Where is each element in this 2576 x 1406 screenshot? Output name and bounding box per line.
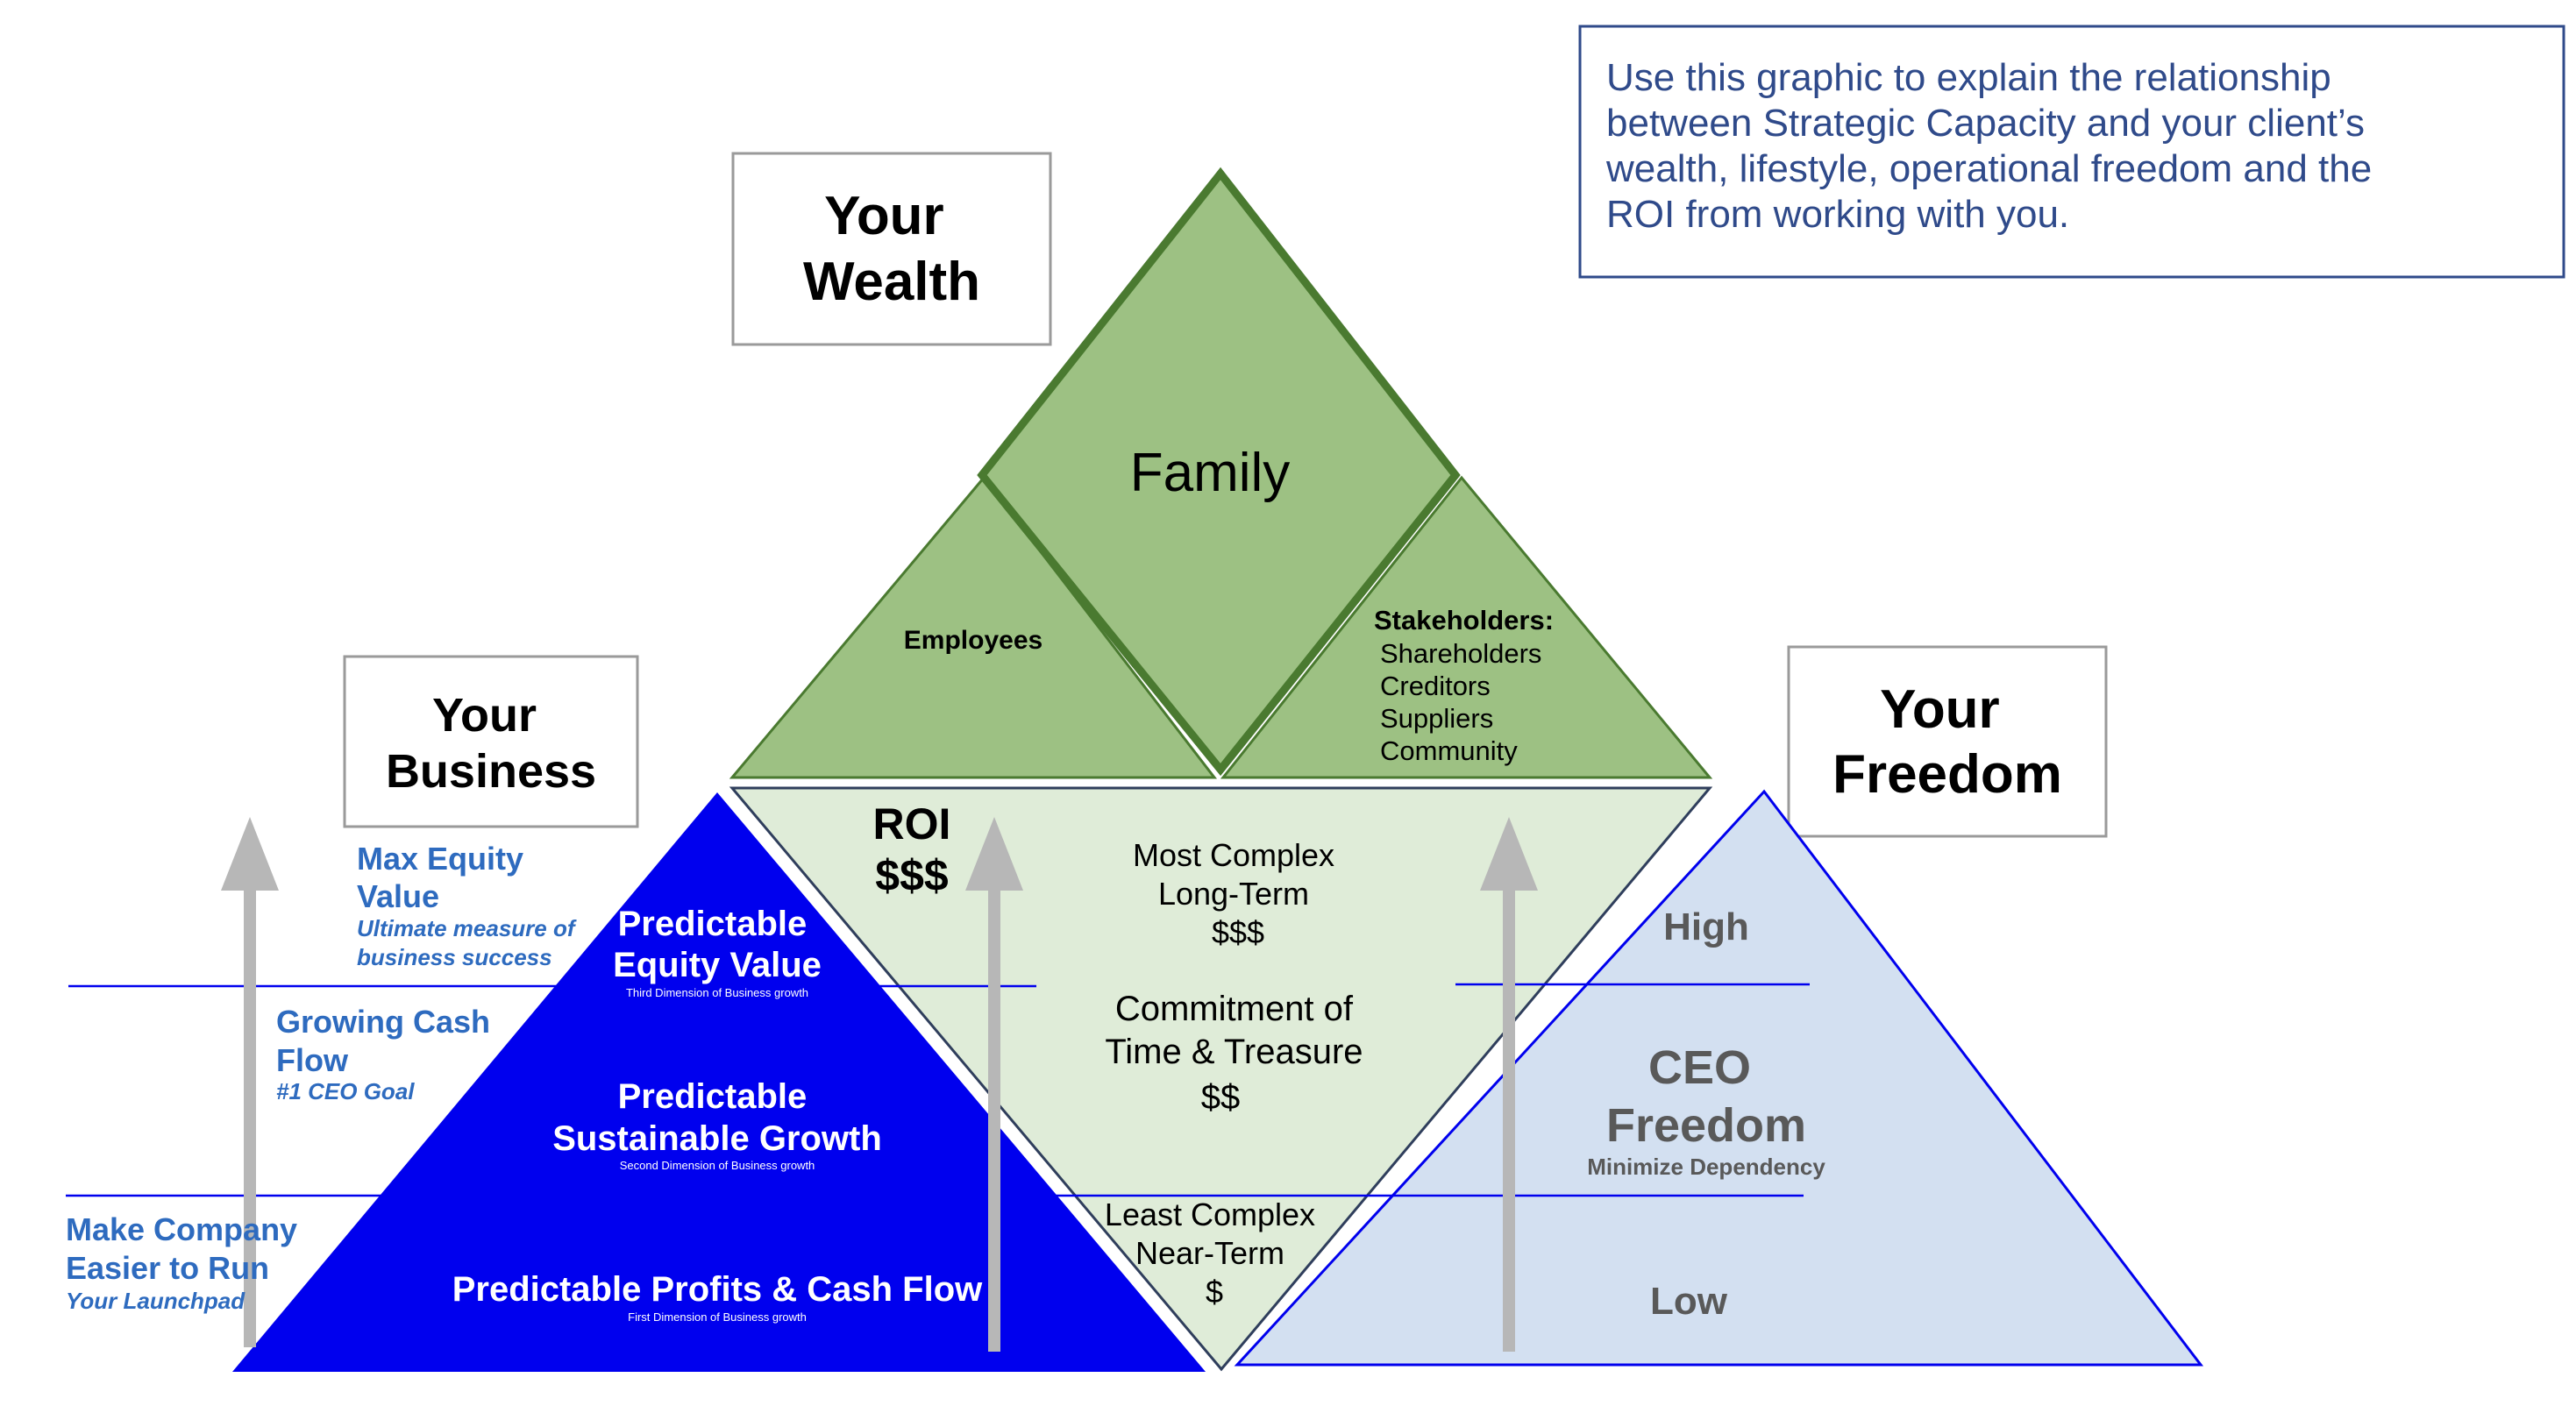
family-diamond: [977, 167, 1461, 777]
stakeholder-item: Suppliers: [1380, 703, 1493, 734]
freedom-low-label: Low: [1650, 1280, 1728, 1323]
business-level-title-line: Predictable: [618, 905, 808, 943]
business-box-line: Your: [432, 689, 537, 742]
left-label-title: Make Company Easier to Run: [66, 1211, 306, 1286]
business-level-title-line: Sustainable Growth: [552, 1119, 882, 1158]
wealth-box-line: Your: [824, 186, 944, 246]
business-box-line: Business: [386, 745, 596, 798]
left-label-note: #1 CEO Goal: [276, 1078, 415, 1104]
wealth-box-line: Wealth: [803, 252, 980, 312]
stakeholder-item: Community: [1380, 735, 1518, 766]
left-label-title-line: Growing Cash: [276, 1004, 490, 1040]
stakeholders-triangle: [1220, 475, 1713, 779]
left-label-title-line: Easier to Run: [66, 1250, 269, 1286]
ceo-freedom-title: CEO Freedom: [1606, 1041, 1806, 1152]
center-bottom-text: Least Complex Near-Term $: [1105, 1197, 1324, 1310]
center-middle-line: Time & Treasure: [1105, 1033, 1363, 1071]
center-bottom-line: $: [1206, 1274, 1223, 1310]
instruction-line: ROI from working with you.: [1606, 193, 2069, 236]
arrow-up-icon: [221, 817, 279, 1347]
family-label: Family: [1130, 443, 1291, 503]
freedom-triangle: [1234, 789, 2204, 1367]
center-top-line: Most Complex: [1133, 837, 1334, 873]
ceo-freedom-subtitle: Minimize Dependency: [1587, 1154, 1825, 1180]
wealth-box-title: Your Wealth: [803, 186, 980, 312]
instruction-box: [1578, 25, 2565, 279]
freedom-box-line: Your: [1880, 679, 2000, 740]
left-label-note-line: business success: [357, 944, 552, 970]
freedom-high-label: High: [1663, 905, 1749, 948]
business-box: [343, 655, 639, 828]
ceo-freedom-title-line: CEO: [1648, 1041, 1751, 1094]
center-top-text: Most Complex Long-Term $$$: [1133, 837, 1343, 950]
business-box-title: Your Business: [386, 689, 596, 798]
left-label-title: Growing Cash Flow: [276, 1004, 499, 1078]
business-level-subtitle: Third Dimension of Business growth: [626, 986, 808, 999]
freedom-box-title: Your Freedom: [1832, 679, 2062, 805]
left-label-note-line: #1 CEO Goal: [276, 1078, 415, 1104]
stakeholders-title: Stakeholders:: [1374, 605, 1554, 636]
instruction-line: between Strategic Capacity and your clie…: [1606, 102, 2365, 145]
left-label-note: Your Launchpad: [66, 1288, 246, 1314]
stakeholder-item: Creditors: [1380, 671, 1491, 701]
business-level-title: Predictable Equity Value: [613, 905, 822, 984]
roi-title: ROI: [873, 799, 951, 849]
stakeholder-item: Shareholders: [1380, 638, 1541, 669]
business-level-subtitle: First Dimension of Business growth: [628, 1310, 807, 1324]
left-label-title-line: Max Equity: [357, 841, 523, 877]
roi-triangle: [729, 786, 1713, 1372]
freedom-box: [1787, 645, 2108, 838]
business-level-title-line: Equity Value: [613, 946, 822, 984]
business-pyramid: [232, 792, 1206, 1372]
arrow-up-icon: [1480, 817, 1538, 1352]
business-level-subtitle: Second Dimension of Business growth: [620, 1159, 815, 1172]
instruction-line: wealth, lifestyle, operational freedom a…: [1605, 147, 2372, 190]
ceo-freedom-title-line: Freedom: [1606, 1099, 1806, 1152]
center-top-line: Long-Term: [1158, 876, 1309, 912]
instruction-line: Use this graphic to explain the relation…: [1606, 56, 2331, 99]
business-level-title: Predictable Sustainable Growth: [552, 1077, 882, 1158]
freedom-box-line: Freedom: [1832, 744, 2062, 805]
business-level-title: Predictable Profits & Cash Flow: [452, 1270, 983, 1309]
left-label-title-line: Make Company: [66, 1211, 297, 1247]
left-label-note-line: Your Launchpad: [66, 1288, 246, 1314]
employees-label: Employees: [904, 626, 1042, 655]
center-bottom-line: Least Complex: [1105, 1197, 1315, 1232]
wealth-box: [731, 152, 1052, 346]
business-level-title-line: Predictable: [618, 1077, 808, 1116]
employees-triangle: [729, 475, 1218, 779]
center-bottom-line: Near-Term: [1135, 1235, 1284, 1271]
left-label-note-line: Ultimate measure of: [357, 915, 577, 941]
left-label-note: Ultimate measure of business success: [357, 915, 581, 970]
center-top-line: $$$: [1212, 914, 1264, 950]
stakeholders-list: Shareholders Creditors Suppliers Communi…: [1380, 638, 1549, 766]
left-label-title-line: Value: [357, 878, 439, 914]
center-middle-text: Commitment of Time & Treasure $$: [1105, 990, 1372, 1117]
roi-amount: $$$: [875, 851, 949, 900]
center-middle-line: Commitment of: [1115, 990, 1354, 1028]
left-label-title-line: Flow: [276, 1042, 349, 1078]
center-middle-line: $$: [1201, 1078, 1241, 1117]
instruction-text: Use this graphic to explain the relation…: [1605, 56, 2382, 236]
left-label-title: Max Equity Value: [357, 841, 532, 914]
arrow-up-icon: [965, 817, 1023, 1352]
